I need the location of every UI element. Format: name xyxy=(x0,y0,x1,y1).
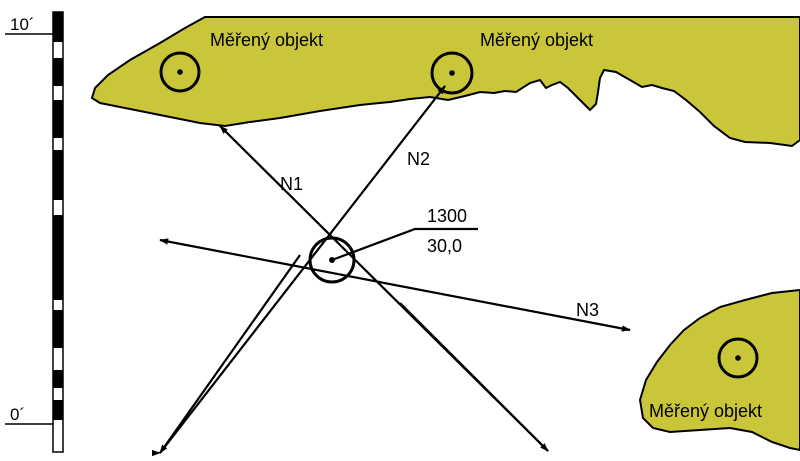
measured-object-area-top xyxy=(90,16,800,148)
direction-ray-n3 xyxy=(159,238,631,332)
object-label: Měřený objekt xyxy=(649,401,762,421)
scale-label-top: 10´ xyxy=(10,15,35,34)
scale-segment xyxy=(53,12,63,42)
target-center-dot xyxy=(449,70,455,76)
station-point: 1300 30,0 xyxy=(308,206,478,284)
target-circle xyxy=(159,51,201,93)
target-center-dot xyxy=(177,69,183,75)
target-circle xyxy=(430,51,474,95)
direction-label-n3: N3 xyxy=(576,300,599,320)
object-label: Měřený objekt xyxy=(210,30,323,50)
target-circle xyxy=(717,337,759,379)
scale-segment xyxy=(53,400,63,420)
station-number: 1300 xyxy=(427,206,467,226)
target-marker xyxy=(159,51,201,93)
scale-segment xyxy=(53,150,63,200)
target-marker xyxy=(717,337,759,379)
target-center-dot xyxy=(735,355,741,361)
direction-ray-n1-tail-arrow xyxy=(399,302,549,452)
direction-label-n2: N2 xyxy=(407,149,430,169)
measured-object-area-bottom xyxy=(638,288,800,452)
scale-bar: 10´ 0´ xyxy=(5,11,64,453)
object-label: Měřený objekt xyxy=(480,30,593,50)
station-height: 30,0 xyxy=(427,236,462,256)
scale-segment xyxy=(53,370,63,388)
direction-ray-n2 xyxy=(159,85,446,454)
scale-segment xyxy=(53,100,63,138)
station-leader-line xyxy=(331,227,478,262)
station-circle xyxy=(308,236,356,284)
scale-label-bottom: 0´ xyxy=(10,405,25,424)
scale-segment xyxy=(53,310,63,348)
direction-label-n1: N1 xyxy=(280,174,303,194)
scale-segment xyxy=(53,58,63,86)
target-marker xyxy=(430,51,474,95)
direction-ray-n2-lower-arrow xyxy=(159,254,301,454)
scale-segment xyxy=(53,215,63,300)
